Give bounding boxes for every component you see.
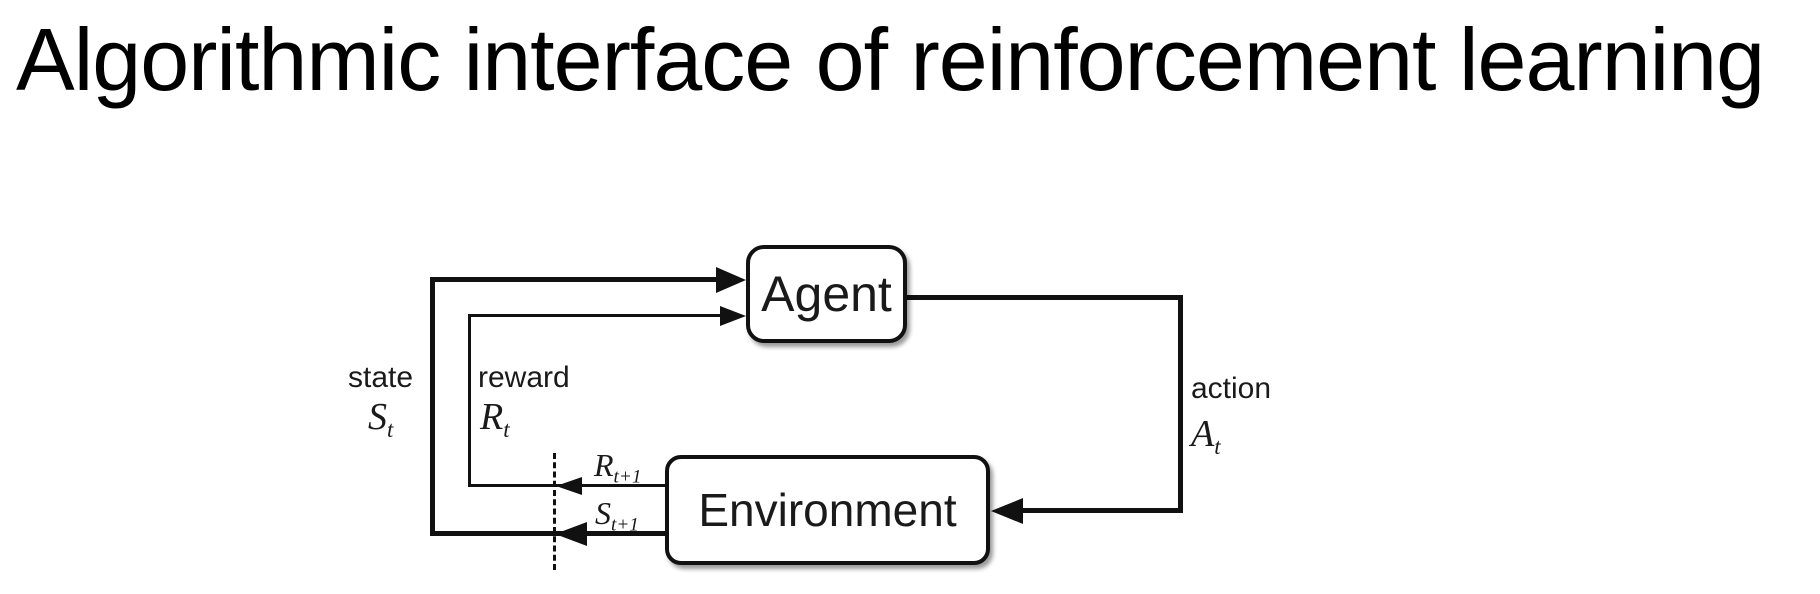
- reward-into-agent-arrowhead-icon: [720, 306, 746, 326]
- state-into-agent-arrowhead-icon: [716, 267, 746, 293]
- slide-title: Algorithmic interface of reinforcement l…: [16, 10, 1765, 109]
- reward-label: reward: [478, 361, 570, 394]
- agent-box-label: Agent: [761, 266, 892, 322]
- reward-line-left: [468, 314, 471, 487]
- state-line-left: [430, 277, 435, 536]
- reward-line-top: [468, 314, 720, 317]
- next-state-symbol: St+1: [595, 495, 639, 536]
- action-symbol: At: [1191, 413, 1221, 459]
- time-step-divider-line: [553, 453, 556, 570]
- state-label: state: [348, 361, 414, 394]
- action-label: action: [1191, 372, 1272, 405]
- state-line-bottom: [430, 531, 665, 536]
- action-line-bottom: [1023, 508, 1183, 513]
- state-line-top: [430, 277, 716, 282]
- agent-box: Agent: [746, 245, 907, 343]
- action-line-top: [907, 295, 1183, 300]
- environment-box-label: Environment: [698, 484, 957, 536]
- action-line-right: [1178, 295, 1183, 513]
- next-state-arrowhead-icon: [555, 522, 587, 546]
- environment-box: Environment: [665, 455, 990, 565]
- state-symbol: St: [368, 396, 394, 442]
- next-reward-symbol: Rt+1: [594, 447, 642, 488]
- next-reward-arrowhead-icon: [556, 477, 582, 495]
- reward-symbol: Rt: [480, 396, 510, 442]
- action-into-environment-arrowhead-icon: [991, 498, 1023, 524]
